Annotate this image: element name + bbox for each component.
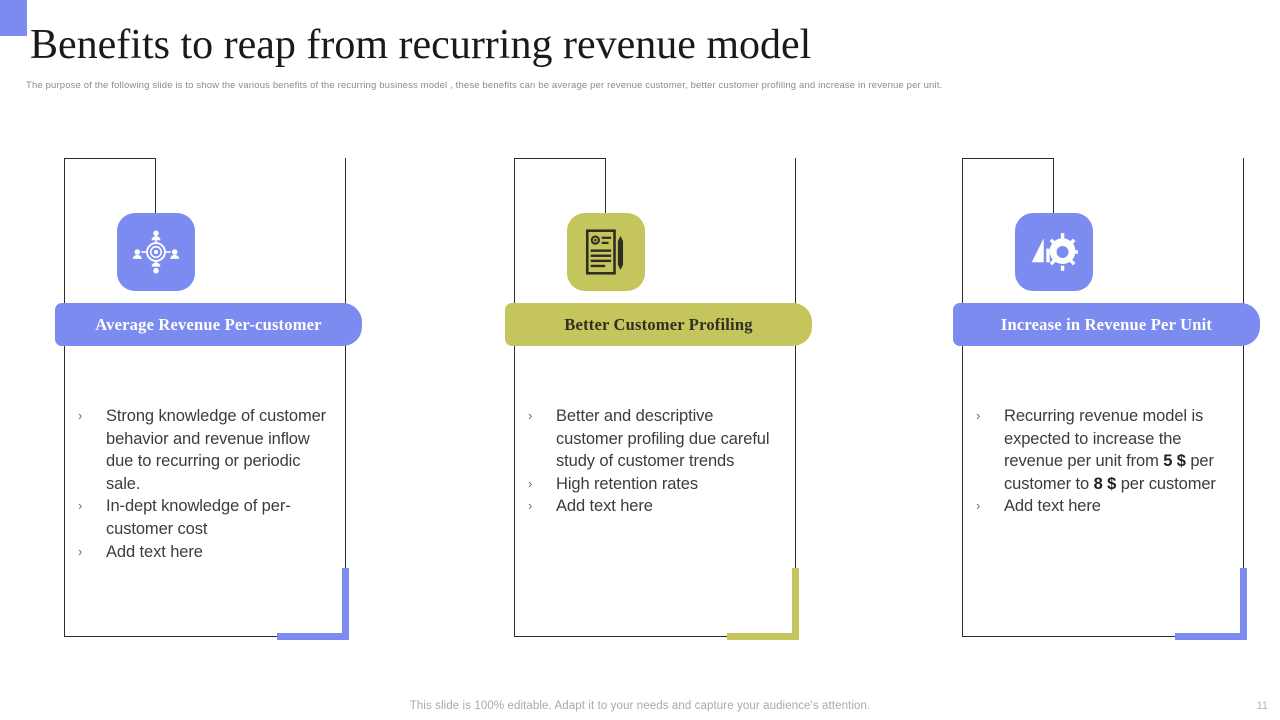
card-banner: Better Customer Profiling xyxy=(505,303,812,346)
list-item: › Better and descriptive customer profil… xyxy=(527,405,782,473)
top-left-accent-square xyxy=(0,0,27,36)
bullet-text: Better and descriptive customer profilin… xyxy=(556,407,770,471)
icon-connector-line xyxy=(605,158,606,220)
bullet-marker-icon: › xyxy=(78,498,83,514)
corner-accent-horizontal xyxy=(727,633,799,640)
bullet-marker-icon: › xyxy=(976,408,981,423)
bar-chart-gear-icon xyxy=(1030,231,1078,273)
corner-accent-horizontal xyxy=(1175,633,1247,640)
bar-chart-gear-icon-tile xyxy=(1015,213,1093,291)
corner-accent-horizontal xyxy=(277,633,349,640)
bullet-marker-icon: › xyxy=(528,408,533,423)
list-item: › Add text here xyxy=(77,541,332,564)
card-frame-bottom xyxy=(64,636,346,637)
list-item: › Add text here xyxy=(975,495,1230,518)
profile-document-pen-icon-tile xyxy=(567,213,645,291)
bullet-text: Add text here xyxy=(556,497,653,516)
footer-note: This slide is 100% editable. Adapt it to… xyxy=(409,700,871,712)
page-number: 11 xyxy=(1256,700,1268,712)
icon-connector-line xyxy=(155,158,156,220)
list-item: › Add text here xyxy=(527,495,782,518)
card-frame-right xyxy=(345,158,346,636)
bullet-marker-icon: › xyxy=(78,543,83,559)
card-title: Average Revenue Per-customer xyxy=(95,314,322,334)
corner-accent-vertical xyxy=(1240,568,1247,640)
bullet-marker-icon: › xyxy=(528,475,533,491)
bullet-text: In-dept knowledge of per-customer cost xyxy=(106,497,291,538)
corner-accent-vertical xyxy=(342,568,349,640)
card-title: Increase in Revenue Per Unit xyxy=(1000,314,1213,334)
bullet-marker-icon: › xyxy=(976,498,981,514)
people-around-target-icon xyxy=(130,226,182,278)
card-frame-top xyxy=(64,158,156,159)
card-title: Better Customer Profiling xyxy=(564,314,753,334)
page-subtitle: The purpose of the following slide is to… xyxy=(26,80,943,91)
card-bullet-list: › Strong knowledge of customer behavior … xyxy=(77,405,332,563)
card-frame-top xyxy=(962,158,1054,159)
card-banner: Average Revenue Per-customer xyxy=(55,303,362,346)
list-item: › In-dept knowledge of per-customer cost xyxy=(77,495,332,540)
card-bullet-list: › Better and descriptive customer profil… xyxy=(527,405,782,518)
bullet-text: Recurring revenue model is expected to i… xyxy=(1004,407,1216,493)
bullet-text: Strong knowledge of customer behavior an… xyxy=(106,407,327,493)
bullet-text: Add text here xyxy=(106,542,203,561)
people-around-target-icon-tile xyxy=(117,213,195,291)
page-title: Benefits to reap from recurring revenue … xyxy=(30,22,812,68)
benefit-card-average-revenue-per-customer[interactable]: Average Revenue Per-customer › Strong kn… xyxy=(55,155,405,655)
profile-document-pen-icon xyxy=(585,229,627,275)
corner-accent-vertical xyxy=(792,568,799,640)
bullet-marker-icon: › xyxy=(78,408,83,423)
card-banner: Increase in Revenue Per Unit xyxy=(953,303,1260,346)
card-frame-right xyxy=(1243,158,1244,636)
card-frame-bottom xyxy=(962,636,1244,637)
card-frame-top xyxy=(514,158,606,159)
bullet-marker-icon: › xyxy=(528,498,533,514)
benefit-card-increase-in-revenue-per-unit[interactable]: Increase in Revenue Per Unit › Recurring… xyxy=(953,155,1280,655)
card-bullet-list: › Recurring revenue model is expected to… xyxy=(975,405,1230,518)
card-frame-bottom xyxy=(514,636,796,637)
bullet-text: Add text here xyxy=(1004,497,1101,516)
list-item: › Strong knowledge of customer behavior … xyxy=(77,405,332,495)
card-frame-left xyxy=(64,158,65,636)
card-frame-right xyxy=(795,158,796,636)
card-frame-left xyxy=(962,158,963,636)
list-item: › Recurring revenue model is expected to… xyxy=(975,405,1230,495)
bullet-text: High retention rates xyxy=(556,474,698,493)
list-item: › High retention rates xyxy=(527,473,782,496)
icon-connector-line xyxy=(1053,158,1054,220)
card-frame-left xyxy=(514,158,515,636)
benefit-card-better-customer-profiling[interactable]: Better Customer Profiling › Better and d… xyxy=(505,155,855,655)
